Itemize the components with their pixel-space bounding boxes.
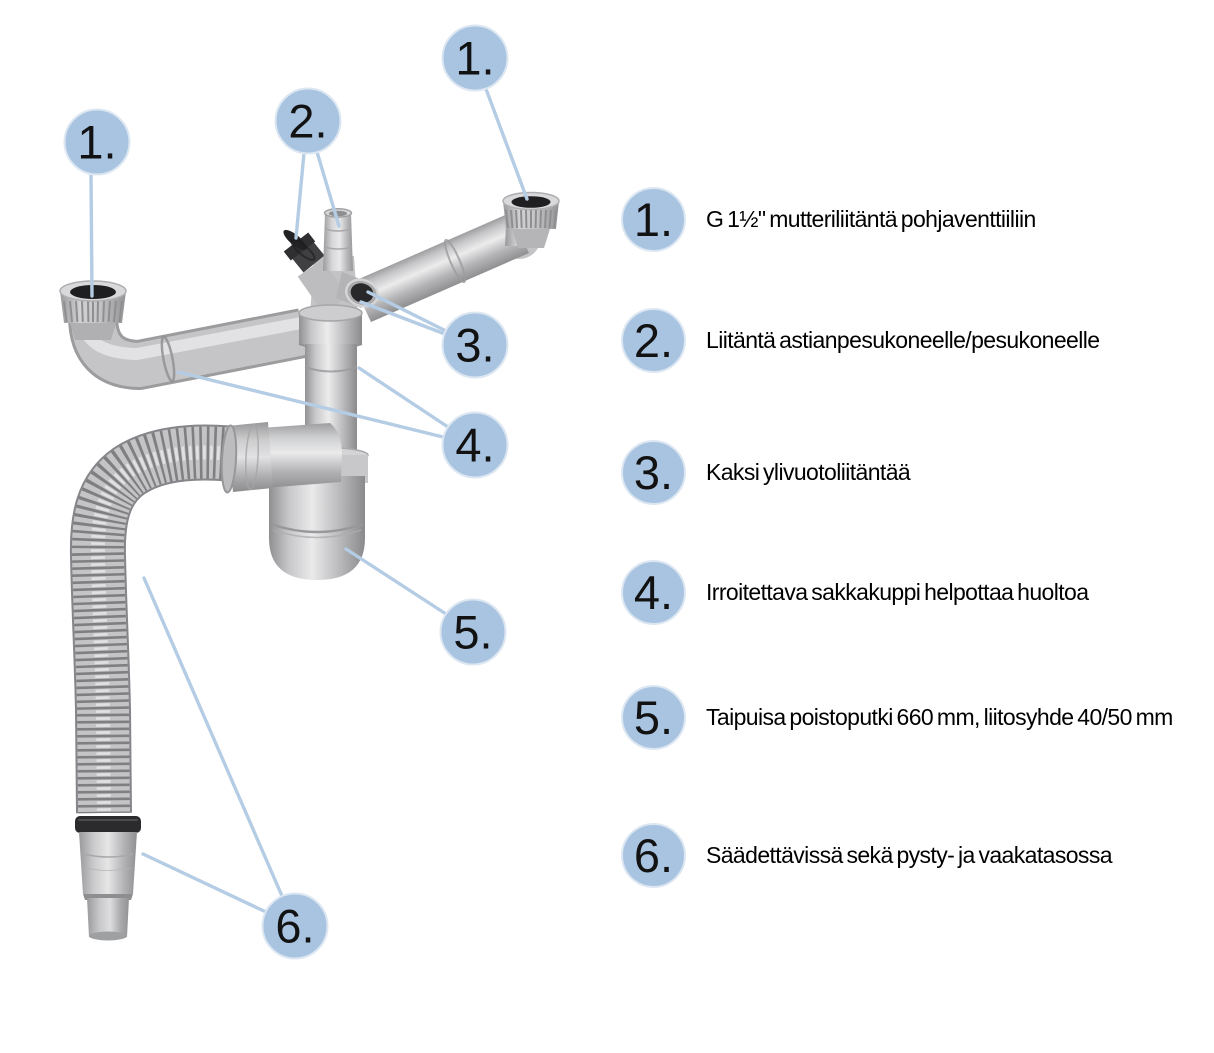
leader-line-2a [296, 153, 304, 238]
callout-marker-3: 3. [443, 313, 508, 378]
svg-text:4.: 4. [455, 419, 494, 472]
hose-adapter [75, 816, 141, 941]
adapter-gasket-ring [75, 816, 141, 833]
branch-tube [310, 268, 336, 305]
callout-marker-4: 4. [443, 413, 508, 478]
pipe-socket-joint [299, 305, 362, 349]
callout-marker-6: 6. [263, 894, 328, 959]
leader-line-1-right [486, 89, 527, 199]
callout-marker-1-left: 1. [65, 110, 130, 175]
callout-marker-2: 2. [276, 89, 341, 154]
callout-marker-5: 5. [441, 600, 506, 665]
leader-line-6a [144, 578, 282, 896]
hose-sleeve [220, 422, 273, 493]
svg-text:1.: 1. [77, 116, 116, 169]
flexible-hose [98, 453, 258, 813]
svg-text:3.: 3. [455, 319, 494, 372]
dishwasher-connector [281, 227, 317, 264]
callout-marker-1-right: 1. [443, 26, 508, 91]
svg-text:2.: 2. [288, 95, 327, 148]
left-inlet-pipe [83, 316, 303, 382]
svg-text:6.: 6. [275, 900, 314, 953]
svg-text:5.: 5. [453, 606, 492, 659]
svg-text:1.: 1. [455, 32, 494, 85]
leader-line-5 [346, 549, 446, 614]
right-nut-opening [512, 196, 551, 208]
leader-line-6b [143, 854, 266, 912]
leader-line-1-left [91, 175, 92, 296]
